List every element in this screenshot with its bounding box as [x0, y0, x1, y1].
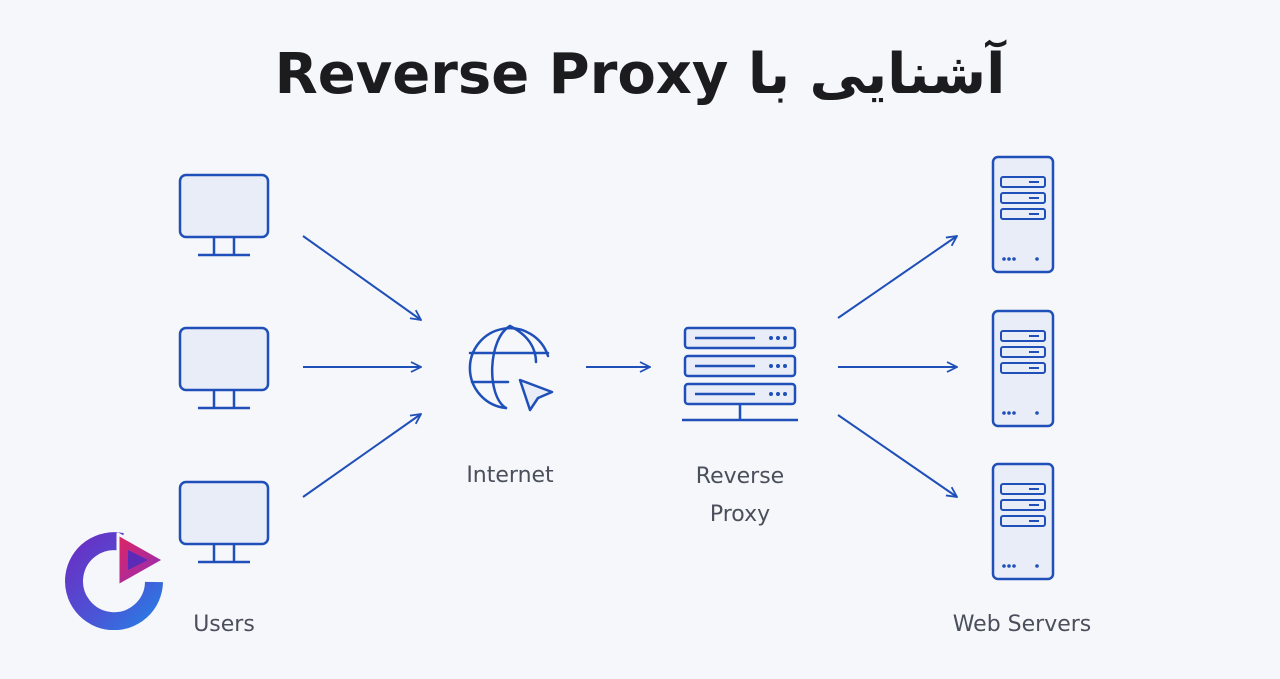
users-label: Users — [193, 612, 255, 637]
arrow-proxy-to-server3 — [837, 414, 957, 497]
web-server-icon-1 — [991, 155, 1055, 274]
user-monitor-icon-2 — [178, 326, 270, 410]
reverse-proxy-label-line1: Reverse — [695, 464, 785, 489]
reverse-proxy-label-line2: Proxy — [709, 502, 771, 527]
reverse-proxy-label: Reverse Proxy — [660, 458, 820, 534]
arrow-user3-to-internet — [302, 414, 421, 498]
arrow-user1-to-internet — [302, 235, 421, 320]
arrow-proxy-to-server1 — [837, 236, 957, 319]
globe-cursor-icon — [468, 324, 554, 412]
server-rack-icon — [682, 326, 798, 422]
user-monitor-icon-3 — [178, 480, 270, 564]
web-server-icon-3 — [991, 462, 1055, 581]
web-servers-label: Web Servers — [952, 612, 1092, 637]
user-monitor-icon-1 — [178, 173, 270, 257]
web-server-icon-2 — [991, 309, 1055, 428]
page-title: آشنایی با Reverse Proxy — [274, 42, 1006, 107]
internet-label: Internet — [466, 463, 554, 488]
brand-logo-icon — [65, 532, 166, 630]
